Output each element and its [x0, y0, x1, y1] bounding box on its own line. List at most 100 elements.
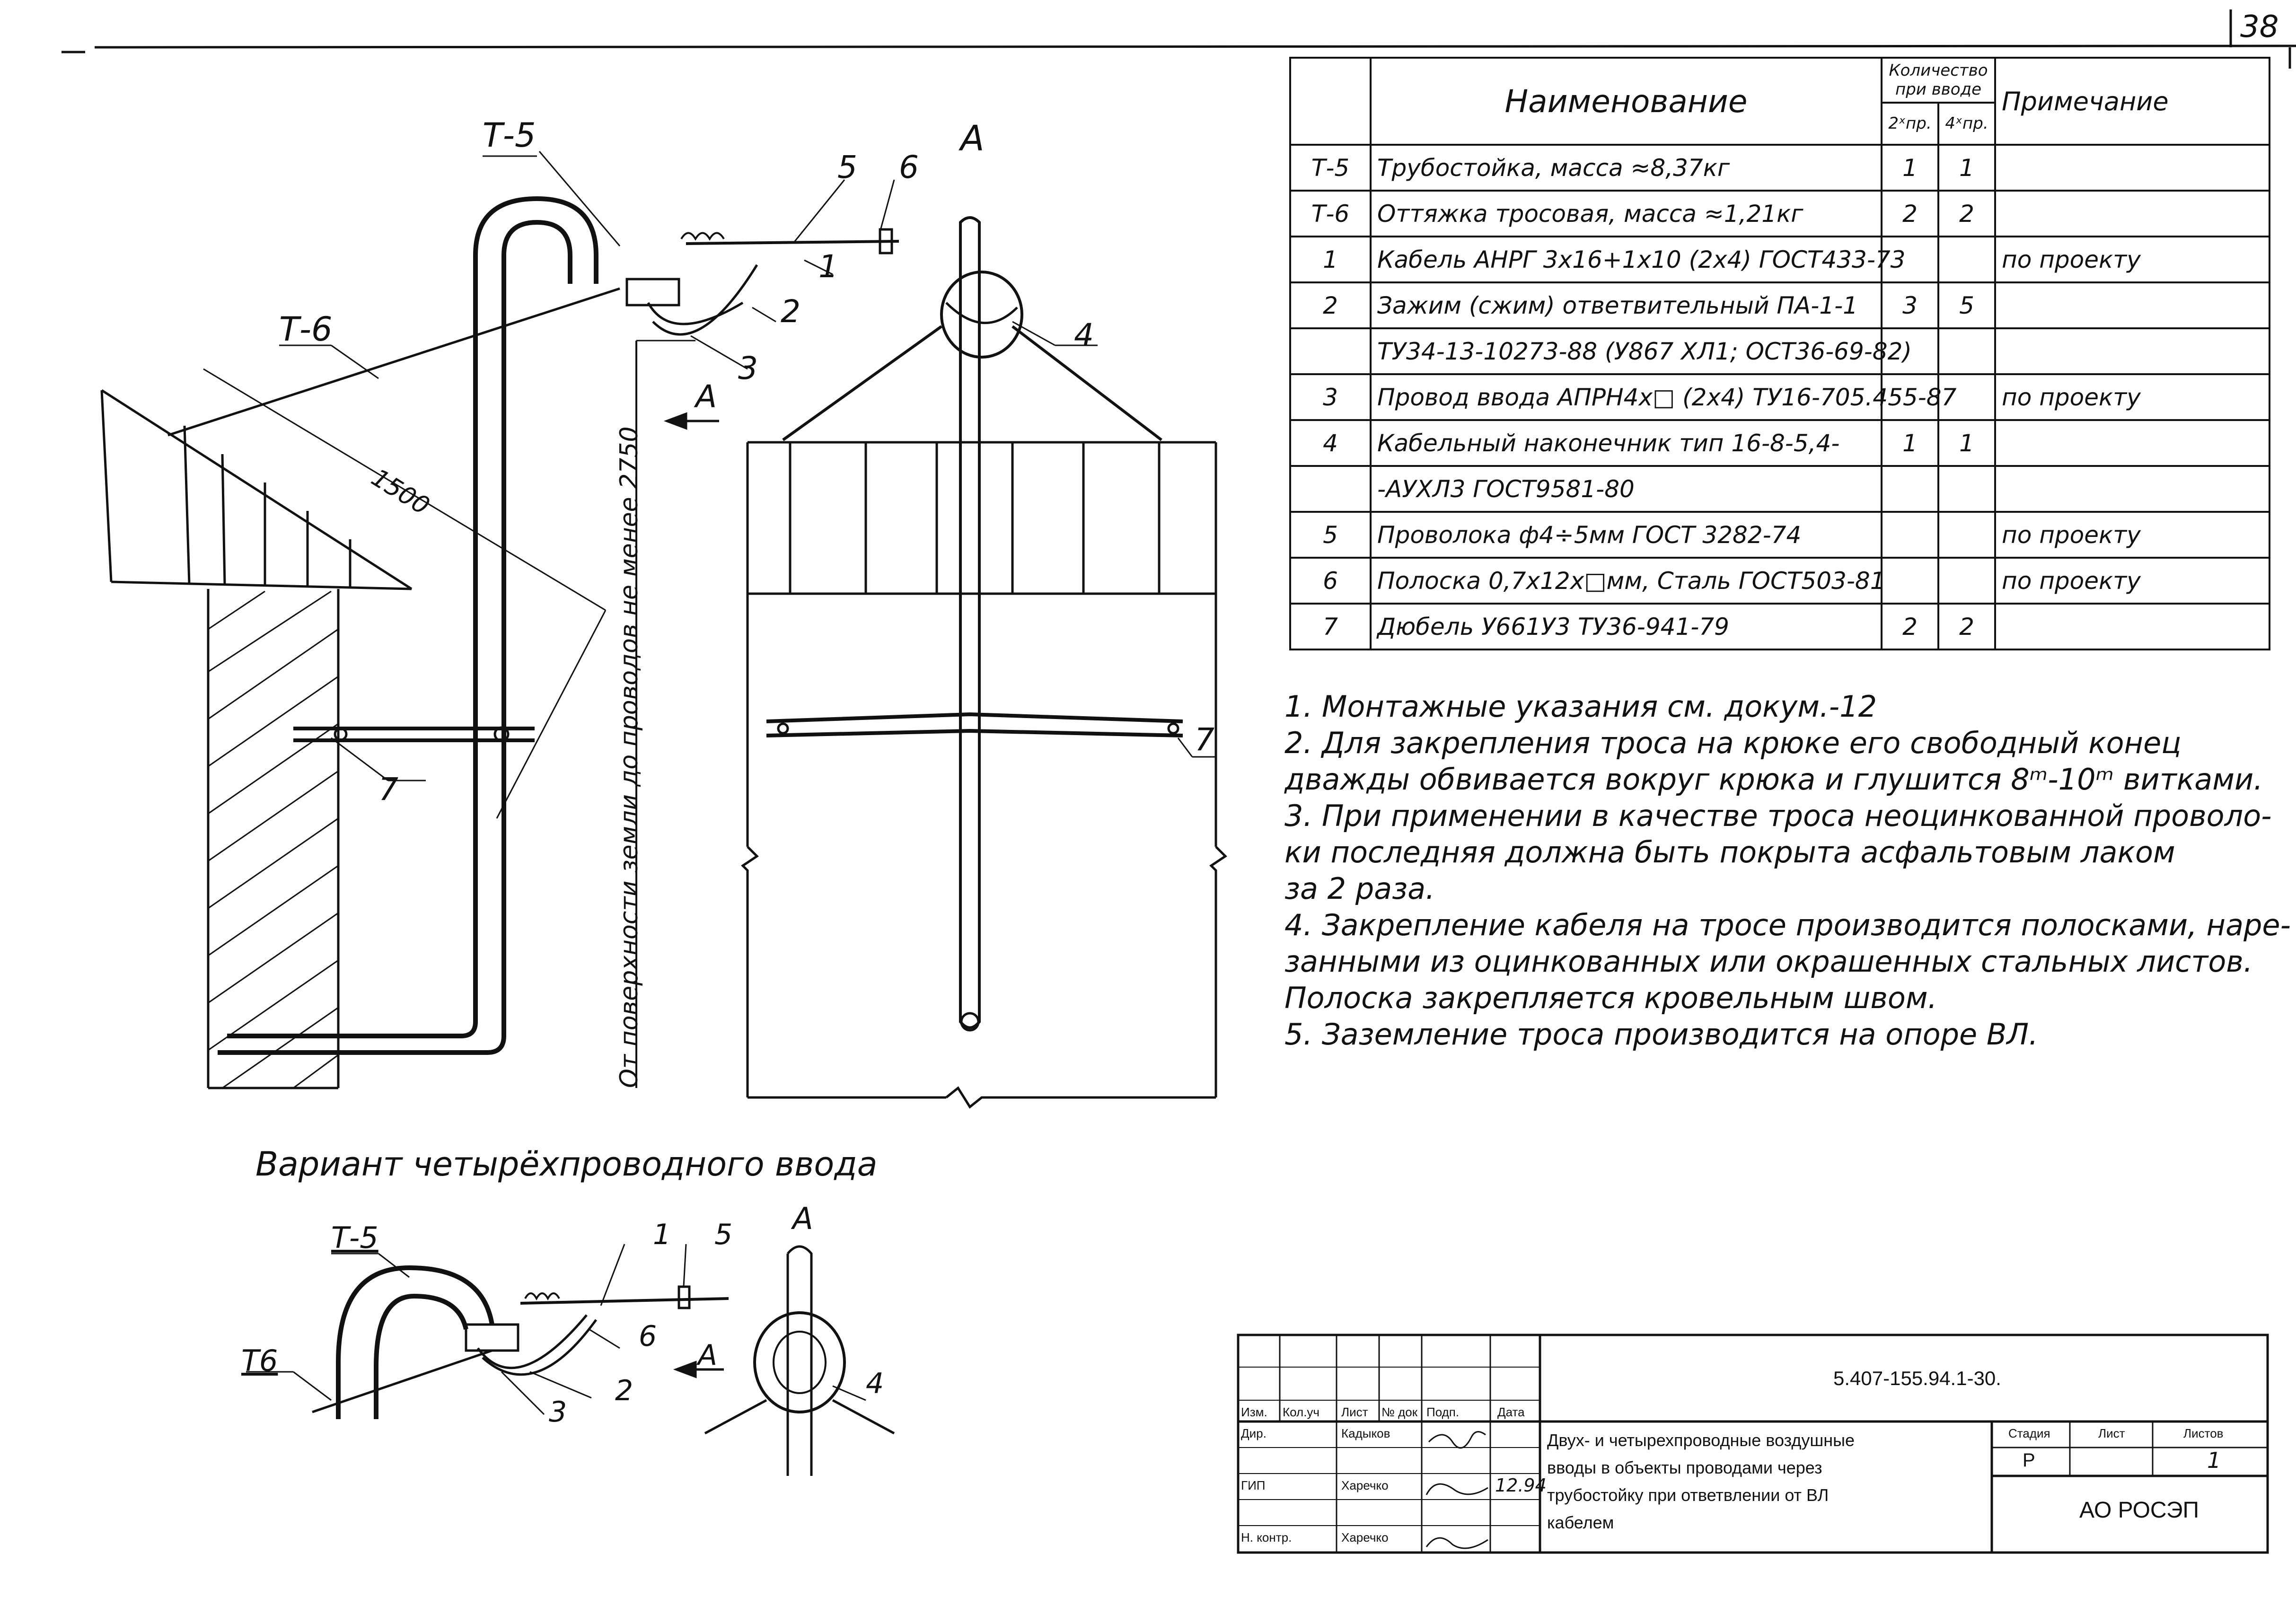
- title-line: кабелем: [1547, 1513, 1614, 1532]
- note-line: дважды обвивается вокруг крюка и глушитс…: [1284, 762, 2263, 797]
- name-norm-control: Харечко: [1341, 1530, 1389, 1544]
- name-cell: Кабельный наконечник тип 16-8-5,4-: [1370, 419, 1883, 467]
- label-t5: Т-5: [483, 116, 536, 155]
- position-cell: 1: [1289, 236, 1372, 283]
- qty-2-cell: [1881, 557, 1939, 605]
- qty-4-cell: [1937, 373, 1997, 421]
- variant-label-1: 1: [653, 1218, 671, 1251]
- name-director: Кадыков: [1341, 1426, 1390, 1440]
- name-cell: Дюбель У661У3 ТУ36-941-79: [1370, 603, 1883, 650]
- variant-label-t6: Т6: [241, 1343, 278, 1378]
- header-kol: Кол.уч: [1283, 1405, 1320, 1419]
- qty-2-cell: 2: [1881, 190, 1939, 237]
- header-note: Примечание: [1994, 57, 2271, 146]
- qty-2-cell: [1881, 327, 1939, 375]
- qty-4-cell: [1937, 557, 1997, 605]
- position-cell: 6: [1289, 557, 1372, 605]
- view-a-drawing: [741, 216, 1227, 1109]
- note-line: 5. Заземление троса производится на опор…: [1284, 1017, 2038, 1052]
- position-cell: [1289, 465, 1372, 513]
- note-line: 2. Для закрепления троса на крюке его св…: [1284, 726, 2182, 760]
- qty-2-cell: 2: [1881, 603, 1939, 650]
- sheet-header: Лист: [2098, 1426, 2125, 1440]
- note-line: за 2 раза.: [1284, 871, 1435, 906]
- qty-4-cell: 5: [1937, 281, 1997, 329]
- document-title: Двух- и четырехпроводные воздушные вводы…: [1547, 1427, 1855, 1536]
- label-4: 4: [1074, 317, 1094, 353]
- note-cell: [1994, 603, 2271, 650]
- date-gip: 12.94: [1495, 1475, 1547, 1496]
- label-1: 1: [818, 248, 838, 285]
- label-arrow-a: А: [695, 378, 717, 415]
- position-cell: Т-6: [1289, 190, 1372, 237]
- position-cell: 2: [1289, 281, 1372, 329]
- variant-title: Вариант четырёхпроводного ввода: [255, 1145, 878, 1184]
- name-cell: Трубостойка, масса ≈8,37кг: [1370, 144, 1883, 192]
- note-cell: по проекту: [1994, 236, 2271, 283]
- title-line: трубостойку при ответвлении от ВЛ: [1547, 1485, 1829, 1505]
- installation-notes: 1. Монтажные указания см. докум.-12 2. Д…: [1284, 688, 2291, 1053]
- spec-row: ТУ34-13-10273-88 (У867 ХЛ1; ОСТ36-69-82): [1289, 327, 2271, 375]
- sheets-value: 1: [2207, 1448, 2221, 1473]
- name-cell: Кабель АНРГ 3х16+1х10 (2х4) ГОСТ433-73: [1370, 236, 1905, 283]
- note-cell: [1994, 465, 2271, 513]
- header-podp: Подп.: [1426, 1405, 1460, 1419]
- document-code: 5.407-155.94.1-30.: [1833, 1367, 2001, 1389]
- position-cell: 5: [1289, 511, 1372, 559]
- label-7-view: 7: [1195, 721, 1214, 758]
- variant-label-2: 2: [615, 1374, 633, 1407]
- header-date: Дата: [1497, 1405, 1525, 1419]
- position-cell: Т-5: [1289, 144, 1372, 192]
- header-qty-4: 4ˣпр.: [1937, 101, 1997, 146]
- name-cell: Провод ввода АПРН4х□ (2х4) ТУ16-705.455-…: [1370, 373, 1956, 421]
- note-cell: по проекту: [1994, 557, 2271, 605]
- qty-4-cell: [1937, 327, 1997, 375]
- qty-4-cell: 1: [1937, 144, 1997, 192]
- title-line: Двух- и четырехпроводные воздушные: [1547, 1430, 1855, 1450]
- qty-2-cell: [1881, 236, 1939, 283]
- qty-4-cell: 1: [1937, 419, 1997, 467]
- header-name: Наименование: [1370, 57, 1883, 146]
- header-ndok: № док: [1381, 1405, 1418, 1419]
- qty-4-cell: 2: [1937, 603, 1997, 650]
- qty-4-cell: [1937, 511, 1997, 559]
- role-norm-control: Н. контр.: [1241, 1530, 1292, 1544]
- note-cell: [1994, 190, 2271, 237]
- variant-label-5: 5: [714, 1218, 733, 1251]
- role-director: Дир.: [1241, 1426, 1267, 1440]
- qty-2-cell: [1881, 465, 1939, 513]
- variant-label-4: 4: [866, 1367, 884, 1400]
- note-cell: по проекту: [1994, 373, 2271, 421]
- name-cell: Зажим (сжим) ответвительный ПА-1-1: [1370, 281, 1883, 329]
- stage-header: Стадия: [2008, 1426, 2050, 1440]
- note-cell: [1994, 419, 2271, 467]
- qty-2-cell: [1881, 511, 1939, 559]
- role-gip: ГИП: [1241, 1478, 1266, 1492]
- note-cell: [1994, 327, 2271, 375]
- sheets-header: Листов: [2183, 1426, 2224, 1440]
- name-cell: ТУ34-13-10273-88 (У867 ХЛ1; ОСТ36-69-82): [1370, 327, 1912, 375]
- variant-label-view-a: А: [792, 1202, 813, 1237]
- header-izm: Изм.: [1241, 1405, 1267, 1419]
- note-line: 3. При применении в качестве троса неоци…: [1284, 798, 2272, 833]
- note-line: занными из оцинкованных или окрашенных с…: [1284, 944, 2253, 979]
- label-3: 3: [738, 350, 758, 386]
- note-line: ки последняя должна быть покрыта асфальт…: [1284, 835, 2175, 869]
- specification-table: Наименование Количество при вводе Примеч…: [1289, 57, 2271, 650]
- name-cell: Проволока ф4÷5мм ГОСТ 3282-74: [1370, 511, 1883, 559]
- note-cell: [1994, 281, 2271, 329]
- label-view-a: А: [960, 118, 985, 159]
- name-cell: -АУХЛ3 ГОСТ9581-80: [1370, 465, 1883, 513]
- note-cell: по проекту: [1994, 511, 2271, 559]
- spec-row: -АУХЛ3 ГОСТ9581-80: [1289, 465, 2271, 513]
- position-cell: 3: [1289, 373, 1372, 421]
- title-block-grid: [1237, 1334, 2269, 1554]
- main-installation-drawing: [100, 151, 899, 1089]
